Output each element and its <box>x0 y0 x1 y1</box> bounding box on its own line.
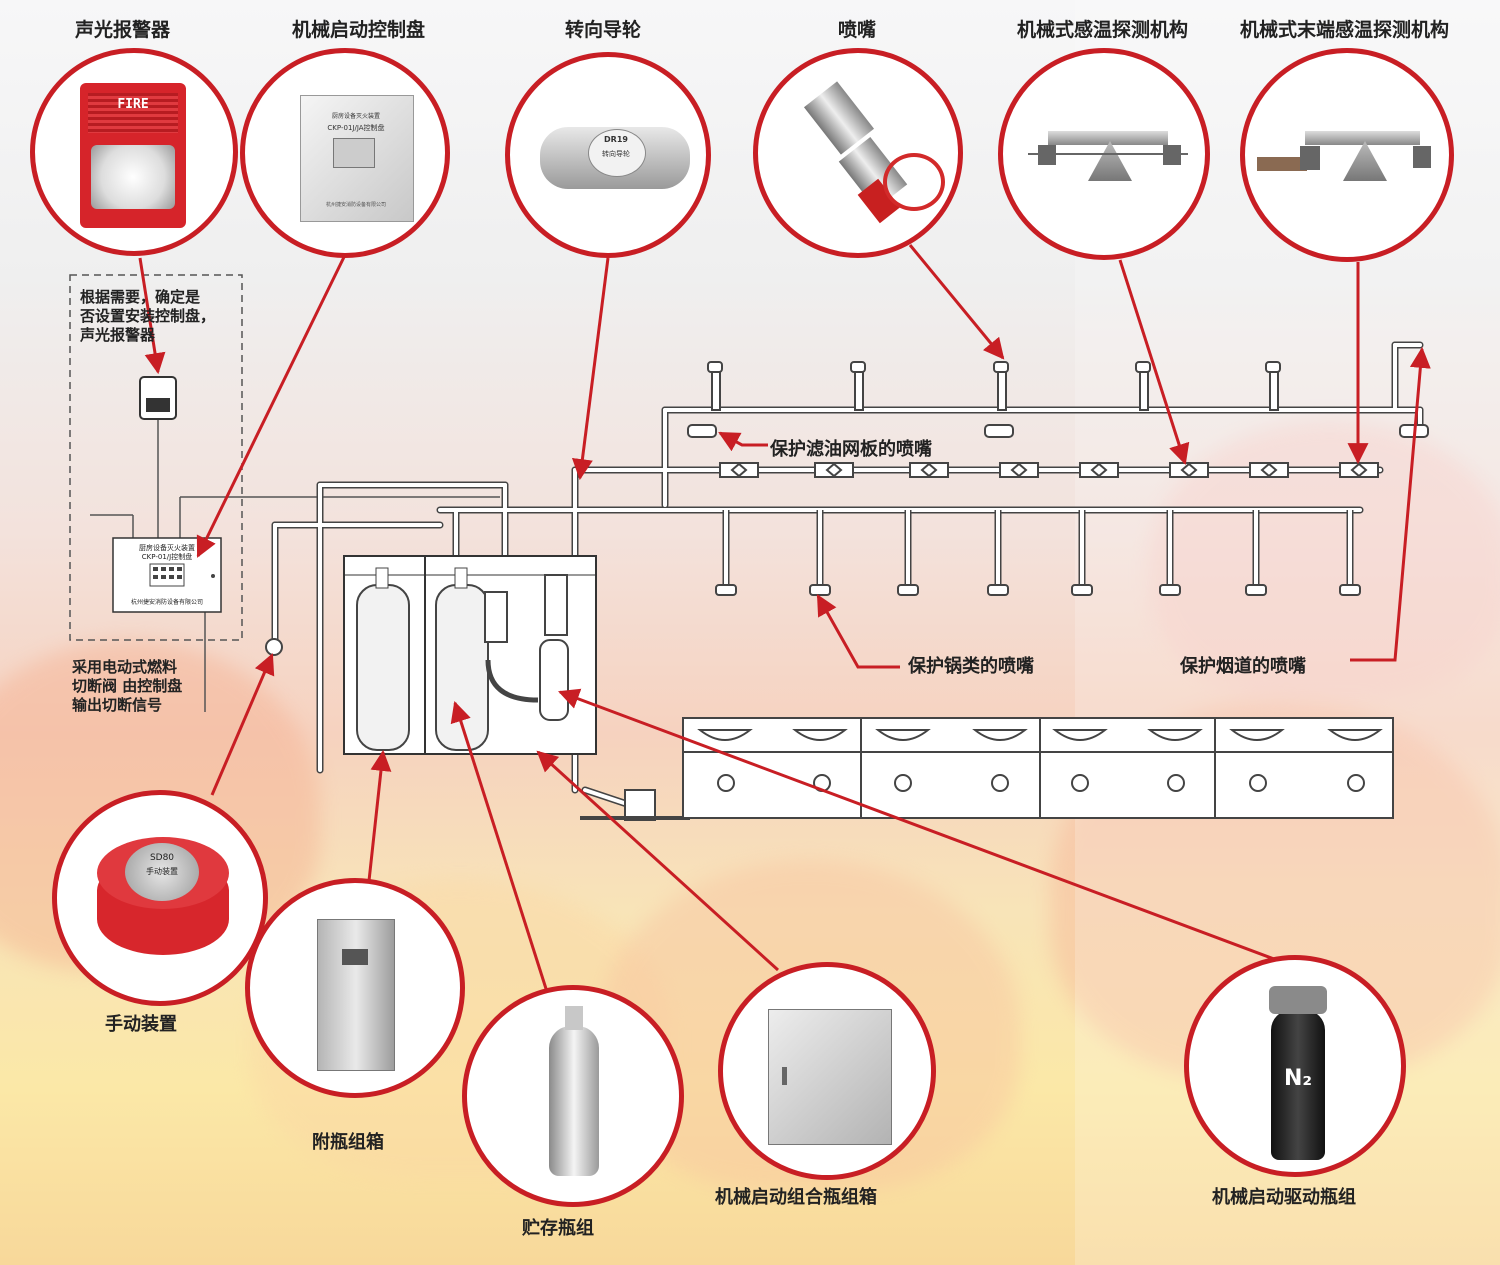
label-combo-cabinet: 机械启动组合瓶组箱 <box>715 1187 877 1208</box>
nozzle-photo <box>753 48 963 258</box>
control-panel-unit <box>112 537 222 613</box>
end-heat-detector-photo <box>1240 48 1454 262</box>
label-storage-cylinder: 贮存瓶组 <box>522 1218 594 1239</box>
label-aux-cabinet: 附瓶组箱 <box>312 1132 384 1153</box>
label-nozzle: 喷嘴 <box>838 19 877 41</box>
panel-line1: 厨房设备灭火装置 <box>139 544 195 552</box>
leader-flue-nozzle <box>1350 346 1431 662</box>
label-heat-detector: 机械式感温探测机构 <box>1017 19 1189 41</box>
label-control-panel: 机械启动控制盘 <box>292 19 426 41</box>
fire-sign-text: FIRE <box>117 97 149 112</box>
control-panel-photo: 厨房设备灭火装置 CKP-01J/JA控制盘 杭州捷安消防设备有限公司 <box>240 48 450 258</box>
label-guide-wheel: 转向导轮 <box>565 19 642 41</box>
drive-cylinder-photo: N₂ <box>1184 955 1406 1177</box>
cabinet-title: 厨房设备灭火装置 <box>331 113 380 120</box>
label-manual-device: 手动装置 <box>105 1014 177 1035</box>
leader-nozzle <box>908 244 1005 360</box>
detector-row <box>719 462 1379 478</box>
cabinet-model: CKP-01J/JA控制盘 <box>327 124 385 132</box>
leader-filter-nozzle <box>718 431 768 452</box>
leader-wheel <box>571 257 610 481</box>
guide-wheel-photo: DR19 转向导轮 <box>505 52 711 258</box>
optional-zone <box>69 274 243 641</box>
leader-manual <box>210 653 275 796</box>
leader-drive <box>558 688 1291 967</box>
panel-maker: 杭州捷安消防设备有限公司 <box>130 599 203 606</box>
alarm-photo: FIRE <box>30 48 238 256</box>
label-alarm: 声光报警器 <box>75 19 171 41</box>
callout-flue-nozzle: 保护烟道的喷嘴 <box>1180 656 1306 677</box>
cabinet-maker: 杭州捷安消防设备有限公司 <box>325 202 386 208</box>
wheel-name: 转向导轮 <box>602 150 630 158</box>
leader-pan-nozzle <box>816 594 900 669</box>
heat-detector-photo <box>998 48 1210 260</box>
label-drive-cylinder: 机械启动驱动瓶组 <box>1212 1187 1356 1208</box>
note-fuel-valve: 采用电动式燃料 切断阀 由控制盘 输出切断信号 <box>72 658 183 714</box>
label-end-heat-detector: 机械式末端感温探测机构 <box>1240 19 1450 41</box>
leader-aux <box>366 749 392 891</box>
leader-combo <box>536 750 780 972</box>
fuel-valve <box>624 789 656 821</box>
alarm-unit <box>139 376 177 420</box>
leader-alarm <box>138 257 166 375</box>
storage-cylinder-photo <box>462 985 684 1207</box>
aux-cabinet-photo <box>245 878 465 1098</box>
gas-label: N₂ <box>1283 1066 1313 1091</box>
wheel-model: DR19 <box>604 135 628 144</box>
manual-device-photo: SD80 手动装置 <box>52 790 268 1006</box>
combo-cabinet-photo <box>718 962 936 1180</box>
filter-nozzles <box>687 361 1429 438</box>
leader-storage <box>450 700 550 996</box>
leader-detector <box>1118 259 1190 465</box>
cylinder-cabinet <box>343 555 597 755</box>
leader-panel <box>196 254 347 558</box>
note-optional-panel: 根据需要，确定是 否设置安装控制盘， 声光报警器 <box>80 288 216 344</box>
callout-pan-nozzle: 保护锅类的喷嘴 <box>908 656 1034 677</box>
callout-filter-nozzle: 保护滤油网板的喷嘴 <box>770 439 932 460</box>
panel-line2: CKP-01/J控制盘 <box>141 553 193 561</box>
stove-range <box>682 717 1394 819</box>
manual-name: 手动装置 <box>146 867 178 876</box>
manual-model: SD80 <box>149 853 175 863</box>
